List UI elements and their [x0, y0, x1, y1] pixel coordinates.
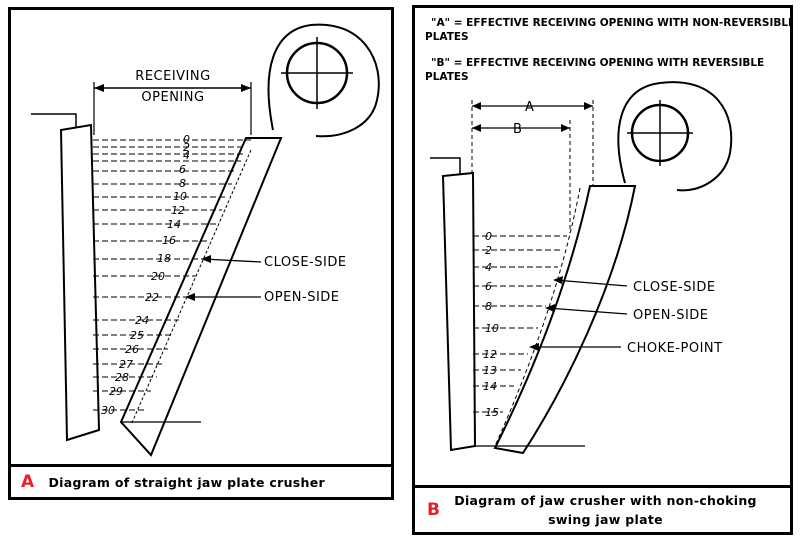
- fixed-jaw-plate: [59, 123, 101, 442]
- svg-text:8: 8: [485, 300, 492, 313]
- svg-text:10: 10: [485, 322, 499, 335]
- panel-non-choking-jaw-crusher: "A" = EFFECTIVE RECEIVING OPENING WITH N…: [412, 5, 793, 535]
- fixed-jaw-frame: [31, 113, 77, 128]
- svg-text:25: 25: [130, 329, 144, 342]
- panel-straight-jaw-crusher: RECEIVING OPENING: [8, 7, 394, 500]
- note-b-line1: "B" = EFFECTIVE RECEIVING OPENING WITH R…: [431, 57, 764, 69]
- svg-text:28: 28: [115, 371, 129, 384]
- panel-letter-b: B: [427, 500, 441, 520]
- svg-text:22: 22: [145, 291, 159, 304]
- open-side-label-b: OPEN-SIDE: [633, 308, 709, 323]
- svg-text:12: 12: [483, 348, 497, 361]
- caption-text-b: Diagram of jaw crusher with non-choking …: [454, 491, 757, 529]
- dim-b-label: B: [513, 122, 522, 137]
- svg-text:0: 0: [485, 230, 492, 243]
- svg-text:0: 0: [183, 133, 190, 146]
- svg-text:6: 6: [485, 280, 492, 293]
- tick-labels-a: 0 2 4 6 8 10 12 14 16 18 20 22 24 25 26 …: [101, 133, 190, 417]
- svg-text:2: 2: [183, 141, 190, 154]
- caption-b-line1: Diagram of jaw crusher with non-choking: [454, 493, 757, 508]
- note-b-line2: PLATES: [425, 71, 469, 83]
- eccentric-housing: [267, 23, 380, 138]
- close-side-label-b: CLOSE-SIDE: [633, 280, 716, 295]
- close-side-label-a: CLOSE-SIDE: [264, 255, 347, 270]
- svg-text:20: 20: [151, 270, 165, 283]
- fixed-jaw-frame-b: [430, 157, 461, 176]
- caption-b-line2: swing jaw plate: [548, 512, 663, 527]
- svg-text:4: 4: [183, 149, 190, 162]
- level-lines: [93, 139, 251, 411]
- svg-text:13: 13: [483, 364, 497, 377]
- svg-text:2: 2: [485, 244, 492, 257]
- open-side-label-a: OPEN-SIDE: [264, 290, 340, 305]
- svg-text:16: 16: [162, 234, 176, 247]
- svg-text:27: 27: [119, 358, 133, 371]
- svg-text:29: 29: [109, 385, 123, 398]
- panel-letter-a: A: [21, 472, 35, 492]
- svg-text:14: 14: [483, 380, 497, 393]
- svg-text:14: 14: [167, 218, 181, 231]
- eccentric-housing-b: [617, 81, 733, 192]
- fixed-jaw-plate-b: [441, 171, 477, 452]
- choke-point-label: CHOKE-POINT: [627, 341, 723, 356]
- svg-text:8: 8: [179, 177, 186, 190]
- svg-text:15: 15: [485, 406, 499, 419]
- tick-labels-b: 0 2 4 6 8 10 12 13 14 15: [483, 230, 499, 419]
- svg-text:10: 10: [173, 190, 187, 203]
- receiving-label-line1: RECEIVING: [135, 69, 210, 84]
- note-a-line1: "A" = EFFECTIVE RECEIVING OPENING WITH N…: [431, 17, 790, 29]
- dim-a-label: A: [525, 100, 534, 115]
- caption-text-a: Diagram of straight jaw plate crusher: [48, 474, 325, 490]
- svg-text:12: 12: [171, 204, 185, 217]
- note-a-line2: PLATES: [425, 31, 469, 43]
- caption-a: A Diagram of straight jaw plate crusher: [11, 464, 391, 497]
- straight-jaw-crusher-diagram: RECEIVING OPENING: [31, 23, 380, 457]
- svg-text:24: 24: [135, 314, 149, 327]
- non-choking-jaw-crusher-diagram: "A" = EFFECTIVE RECEIVING OPENING WITH N…: [425, 17, 790, 455]
- svg-text:18: 18: [157, 252, 171, 265]
- svg-text:4: 4: [485, 261, 492, 274]
- svg-text:26: 26: [125, 343, 139, 356]
- receiving-label-line2: OPENING: [141, 90, 204, 105]
- svg-text:30: 30: [101, 404, 115, 417]
- swing-jaw-plate-b: [493, 185, 637, 455]
- svg-text:6: 6: [179, 163, 186, 176]
- caption-b: B Diagram of jaw crusher with non-chokin…: [415, 485, 790, 532]
- level-lines-b: [473, 235, 567, 413]
